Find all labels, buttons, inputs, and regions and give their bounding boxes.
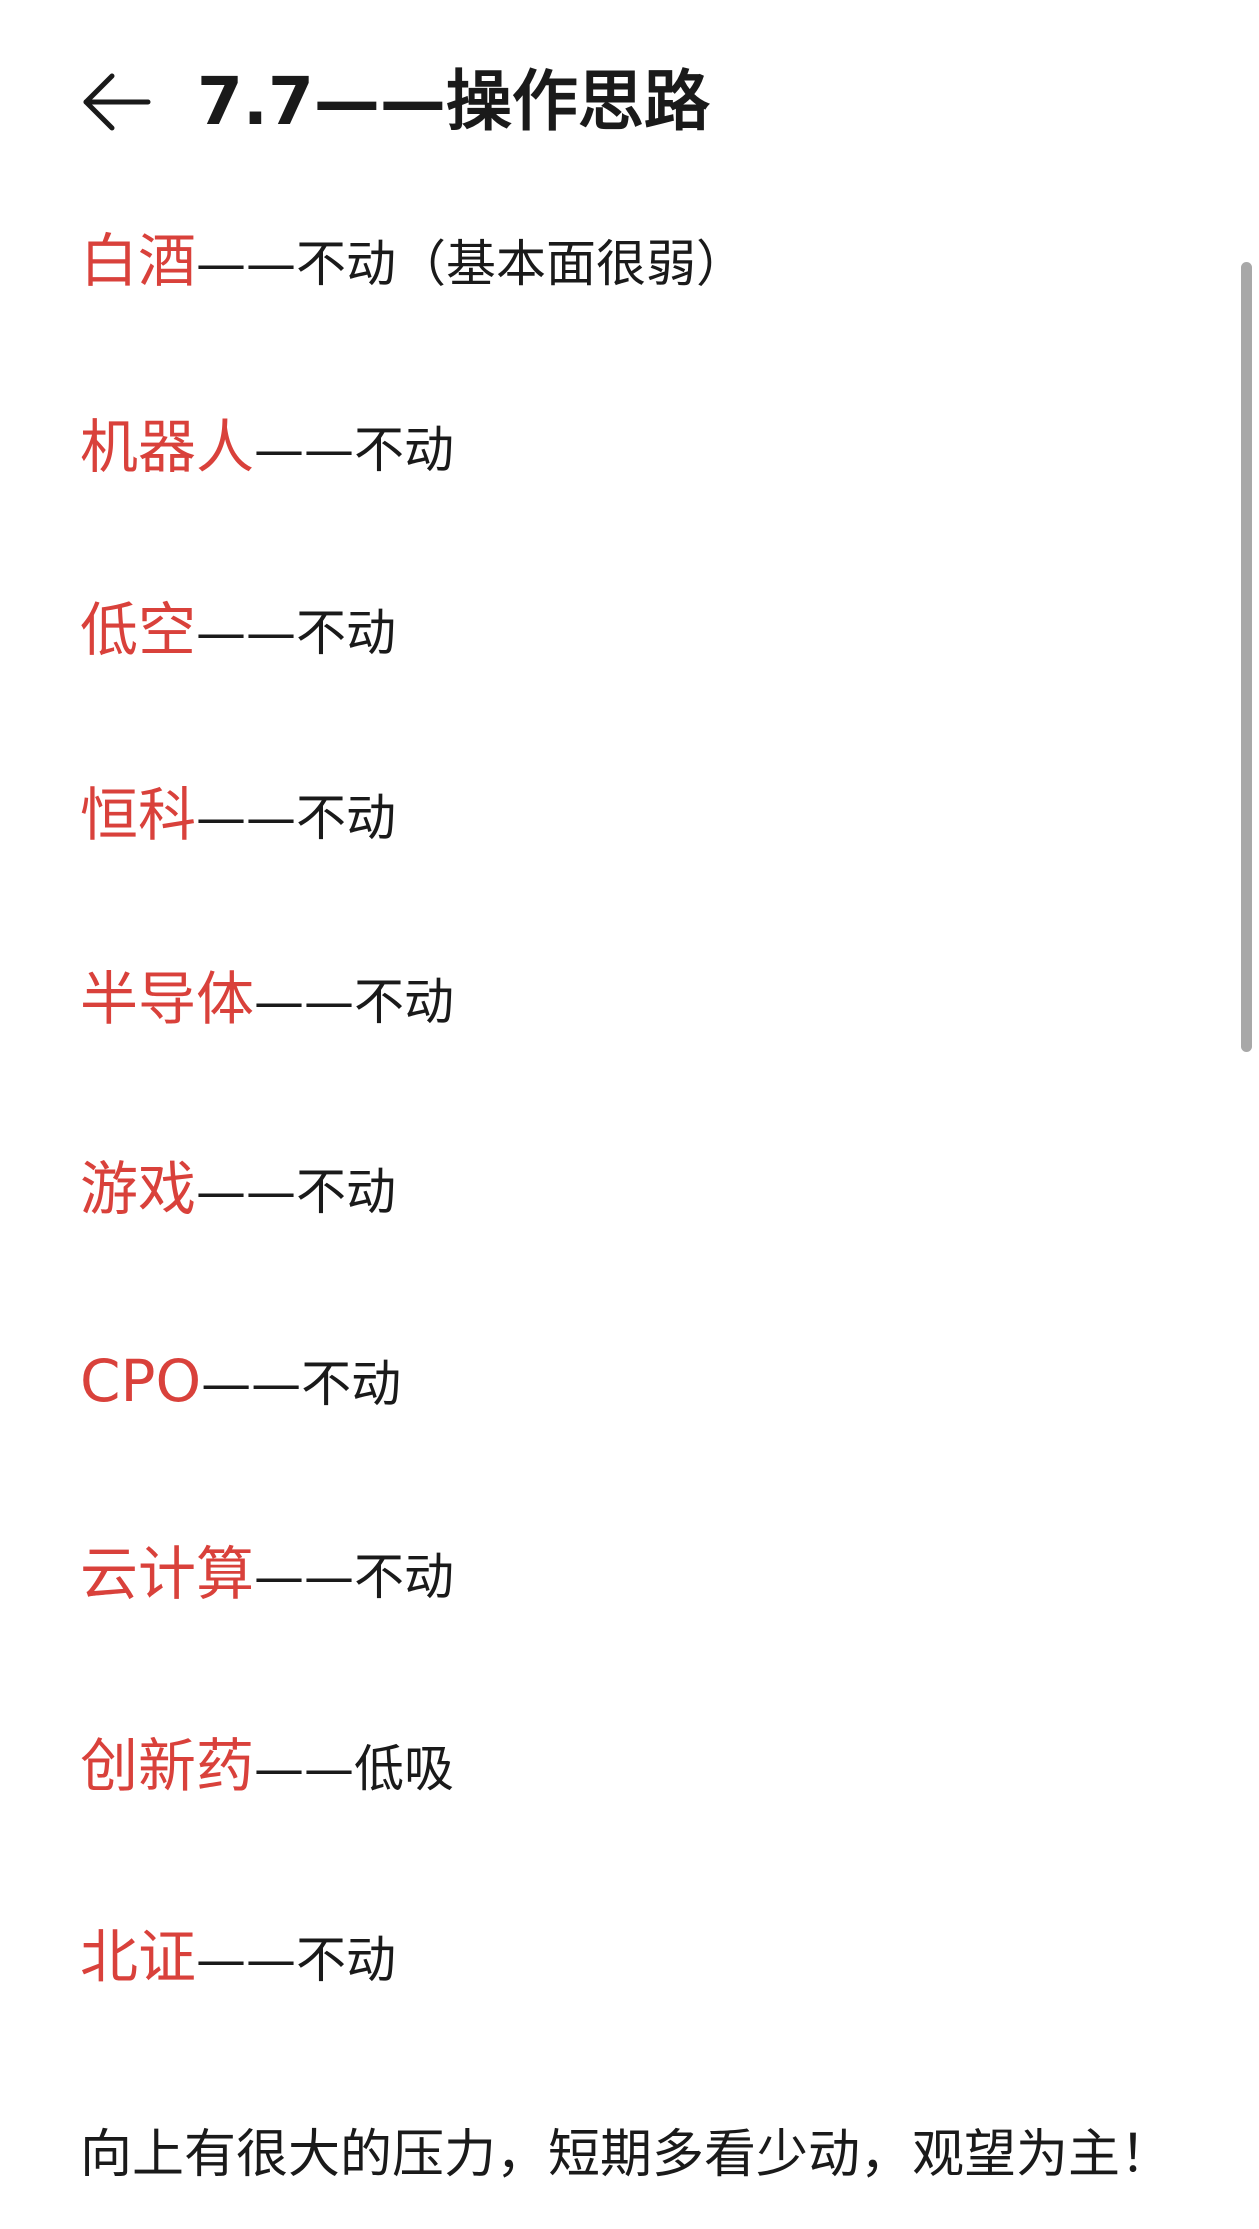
separator-dash: —— <box>254 1548 355 1606</box>
list-item: 恒科——不动 <box>80 786 396 844</box>
note-header: 7.7——操作思路 <box>0 0 1259 200</box>
sector-name: 低空 <box>80 596 197 664</box>
list-item: 白酒——不动（基本面很弱） <box>80 232 746 290</box>
action-text: 不动 <box>296 604 397 662</box>
action-text: 不动 <box>354 1548 455 1606</box>
sector-name: 创新药 <box>80 1732 255 1800</box>
separator-dash: —— <box>196 235 297 293</box>
separator-dash: —— <box>254 1740 355 1798</box>
summary-text: 向上有很大的压力，短期多看少动，观望为主！ <box>80 2125 1173 2185</box>
action-text: 低吸 <box>354 1740 455 1798</box>
sector-name: 半导体 <box>80 965 255 1033</box>
scrollbar-thumb[interactable] <box>1241 262 1252 1052</box>
action-text: 不动 <box>354 973 455 1031</box>
sector-name: 恒科 <box>80 781 197 849</box>
list-item: 创新药——低吸 <box>80 1737 454 1795</box>
sector-name: 机器人 <box>80 413 255 481</box>
list-item: 机器人——不动 <box>80 418 454 476</box>
sector-name: 白酒 <box>80 227 197 295</box>
separator-dash: —— <box>254 421 355 479</box>
separator-dash: —— <box>201 1355 302 1413</box>
page-title: 7.7——操作思路 <box>197 63 710 140</box>
back-button[interactable] <box>76 62 156 142</box>
list-item: CPO——不动 <box>80 1352 401 1410</box>
separator-dash: —— <box>196 1163 297 1221</box>
sector-name: CPO <box>80 1347 202 1415</box>
action-text: 不动 <box>296 789 397 847</box>
list-item: 北证——不动 <box>80 1928 396 1986</box>
sector-name: 北证 <box>80 1923 197 1991</box>
action-text: 不动 <box>296 1163 397 1221</box>
separator-dash: —— <box>196 604 297 662</box>
list-item: 游戏——不动 <box>80 1160 396 1218</box>
sector-name: 云计算 <box>80 1540 255 1608</box>
separator-dash: —— <box>196 1931 297 1989</box>
separator-dash: —— <box>196 789 297 847</box>
list-item: 低空——不动 <box>80 601 396 659</box>
action-text: 不动 <box>296 1931 397 1989</box>
list-item: 半导体——不动 <box>80 970 454 1028</box>
arrow-left-icon <box>83 73 151 131</box>
sector-name: 游戏 <box>80 1155 197 1223</box>
action-text: 不动 <box>354 421 455 479</box>
separator-dash: —— <box>254 973 355 1031</box>
list-item: 云计算——不动 <box>80 1545 454 1603</box>
action-text: 不动（基本面很弱） <box>296 235 747 293</box>
action-text: 不动 <box>301 1355 402 1413</box>
